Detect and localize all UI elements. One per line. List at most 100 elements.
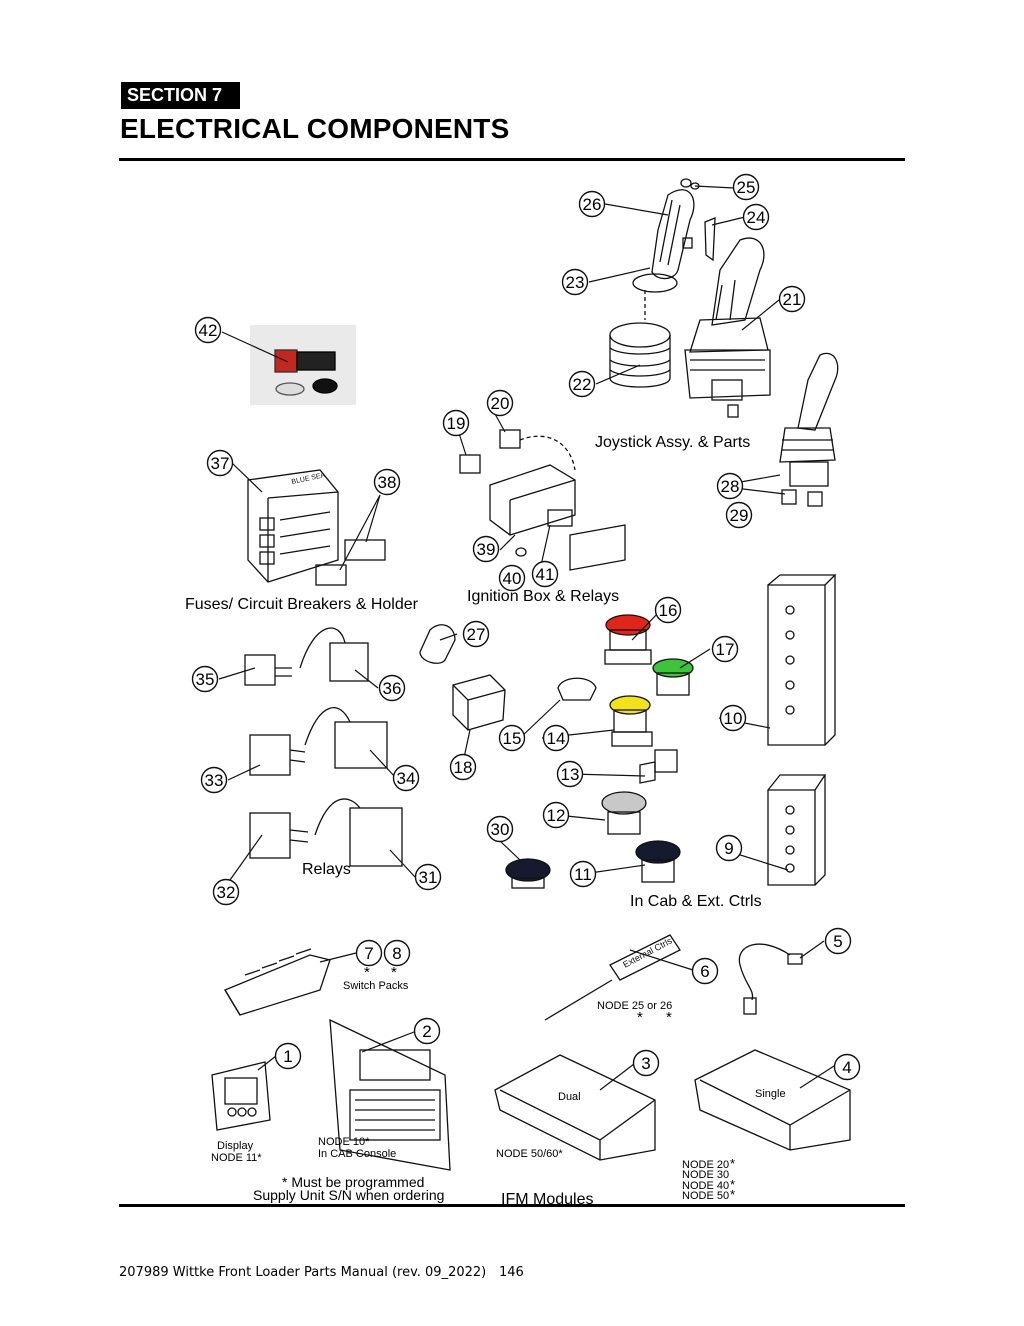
callout-circle: [632, 1049, 660, 1077]
node-list-item: NODE 30: [682, 1169, 729, 1181]
node-list: NODE 20 * NODE 30 NODE 40 * NODE 50 *: [682, 1156, 735, 1202]
callout-number: 39: [477, 540, 496, 559]
single-label: Single: [755, 1088, 786, 1100]
callout-number: 11: [574, 865, 592, 884]
callout-42: 42: [194, 316, 222, 344]
control-panels: [767, 574, 837, 886]
callout-32: 32: [212, 878, 240, 906]
callout-number: 2: [422, 1022, 431, 1041]
callout-39: 39: [472, 535, 500, 563]
node-list-asterisk: *: [730, 1187, 735, 1202]
callout-25: 25: [732, 173, 760, 201]
callout-circle: [449, 753, 477, 781]
callout-circle: [531, 560, 559, 588]
joystick-large-drawing: [684, 237, 771, 418]
button-photo: [250, 325, 356, 405]
callout-number: 30: [491, 820, 510, 839]
asterisk-8: *: [391, 964, 397, 981]
callout-17: 17: [711, 635, 739, 663]
callout-10: 10: [719, 704, 747, 732]
callout-number: 16: [659, 601, 678, 620]
relay-drawings: [244, 624, 456, 867]
callout-1: 1: [274, 1042, 302, 1070]
callout-circle: [561, 268, 589, 296]
callout-21: 21: [778, 285, 806, 313]
callout-circle: [716, 472, 744, 500]
callout-number: 38: [378, 473, 397, 492]
asterisk-26: *: [666, 1009, 672, 1026]
svg-text:BLUE SEA: BLUE SEA: [291, 472, 326, 486]
callout-7: 7: [355, 939, 383, 967]
programmed-note-1: * Must be programmed: [282, 1174, 424, 1190]
callout-number: 6: [700, 962, 709, 981]
callout-6: 6: [691, 957, 719, 985]
callout-number: 12: [547, 806, 566, 825]
callout-circle: [212, 878, 240, 906]
ignition-group-label: Ignition Box & Relays: [467, 588, 619, 605]
callout-number: 33: [205, 771, 224, 790]
display-drawing: [211, 1061, 271, 1131]
relays-group-label: Relays: [302, 861, 351, 878]
callout-circle: [392, 764, 420, 792]
page-title: ELECTRICAL COMPONENTS: [120, 113, 510, 144]
callout-circle: [691, 957, 719, 985]
callout-24: 24: [742, 203, 770, 231]
node10-sub-label: In CAB Console: [318, 1148, 396, 1160]
joystick-boot-drawing: [609, 290, 671, 388]
display-node-label: NODE 11*: [211, 1152, 262, 1164]
callout-35: 35: [191, 665, 219, 693]
callout-26: 26: [578, 190, 606, 218]
callout-14: 14: [542, 724, 570, 752]
callout-number: 41: [536, 565, 555, 584]
callout-number: 32: [217, 883, 236, 902]
callout-19: 19: [442, 409, 470, 437]
callout-number: 29: [730, 506, 749, 525]
callout-37: 37: [206, 449, 234, 477]
footer-manual: 207989 Wittke Front Loader Parts Manual …: [119, 1265, 487, 1280]
callout-number: 27: [467, 625, 486, 644]
callout-circle: [472, 535, 500, 563]
node-list-asterisk: *: [730, 1156, 735, 1171]
callout-number: 24: [747, 208, 766, 227]
callout-27: 27: [462, 620, 490, 648]
callout-number: 4: [842, 1058, 851, 1077]
asterisk-25: *: [637, 1009, 643, 1026]
callout-number: 31: [419, 868, 438, 887]
sensor-drawing: [738, 943, 803, 1015]
callout-circle: [486, 389, 514, 417]
callout-number: 7: [364, 944, 373, 963]
callout-number: 34: [397, 769, 416, 788]
joystick-group-label: Joystick Assy. & Parts: [595, 434, 750, 451]
callout-circle: [824, 927, 852, 955]
callout-number: 9: [724, 839, 733, 858]
callout-34: 34: [392, 764, 420, 792]
callout-number: 40: [503, 569, 522, 588]
callout-38: 38: [373, 468, 401, 496]
callout-number: 14: [547, 729, 566, 748]
callout-circle: [742, 203, 770, 231]
callout-number: 37: [211, 454, 230, 473]
footer-page-number: 146: [499, 1265, 524, 1280]
bottom-rule: [119, 1204, 905, 1207]
callout-3: 3: [632, 1049, 660, 1077]
callout-circle: [462, 620, 490, 648]
callout-number: 13: [561, 765, 580, 784]
callout-number: 1: [283, 1047, 292, 1066]
ifm-single-drawing: [694, 1049, 851, 1151]
callout-5: 5: [824, 927, 852, 955]
callout-circle: [833, 1053, 861, 1081]
callout-22: 22: [568, 370, 596, 398]
callout-number: 36: [383, 679, 402, 698]
node50-label: NODE 50/60*: [496, 1148, 563, 1160]
callout-circle: [568, 370, 596, 398]
node-2526-label: NODE 25 or 26: [597, 1000, 672, 1012]
svg-text:External Ctrls: External Ctrls: [621, 935, 674, 969]
callout-circle: [711, 635, 739, 663]
callout-circle: [200, 766, 228, 794]
callout-number: 5: [833, 932, 842, 951]
joystick-small-drawing: [779, 352, 839, 507]
callout-circle: [413, 1017, 441, 1045]
callout-2: 2: [413, 1017, 441, 1045]
